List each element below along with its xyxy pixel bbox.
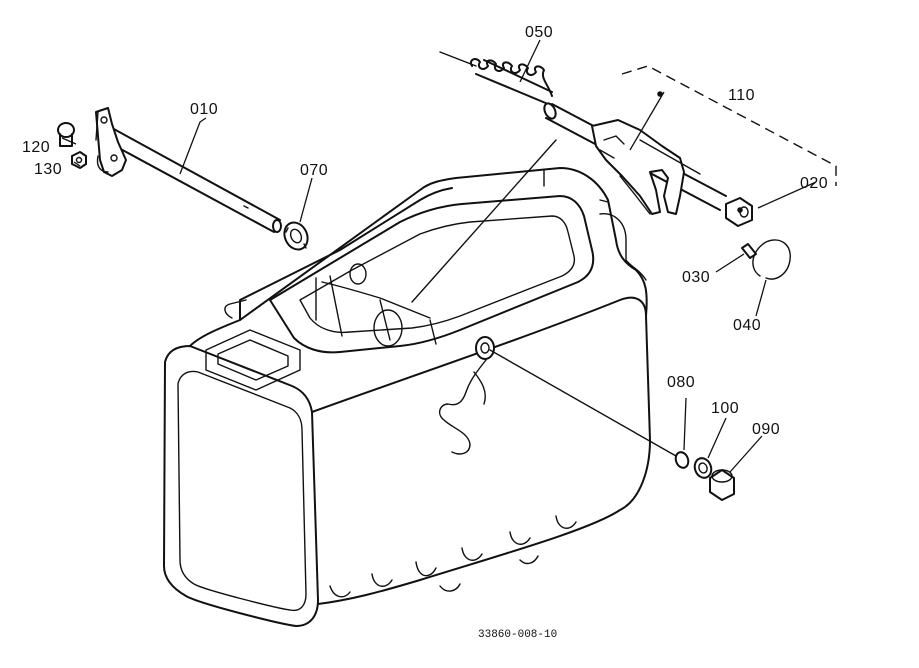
transmission-housing [163,167,651,627]
bolt-120 [57,122,75,147]
shift-fork-110 [543,102,727,215]
label-070: 070 [300,162,328,179]
diagram-reference-number: 33860-008-10 [478,629,557,641]
leader-lines [61,39,837,473]
shift-shaft-010 [95,107,282,233]
washer-100 [693,457,713,479]
label-120: 120 [22,139,50,156]
label-100: 100 [711,400,739,417]
label-110: 110 [728,87,755,104]
oring-080 [674,451,690,469]
nut-130 [71,151,87,169]
label-130: 130 [34,161,62,178]
plug-090 [709,469,735,501]
label-080: 080 [667,374,695,391]
label-090: 090 [752,421,780,438]
label-030: 030 [682,269,710,286]
circlip-040 [752,239,791,280]
label-020: 020 [800,175,828,192]
label-040: 040 [733,317,761,334]
bushing-020 [725,197,753,227]
spring-050 [439,51,553,105]
part-labels: 010 020 030 040 050 070 080 090 100 110 … [22,24,828,641]
spring-pin-030 [741,243,757,259]
label-010: 010 [190,101,218,118]
bearing-070 [283,221,309,251]
plug-axis-line [489,349,677,457]
label-050: 050 [525,24,553,41]
assembly-arrow-line [411,139,557,303]
